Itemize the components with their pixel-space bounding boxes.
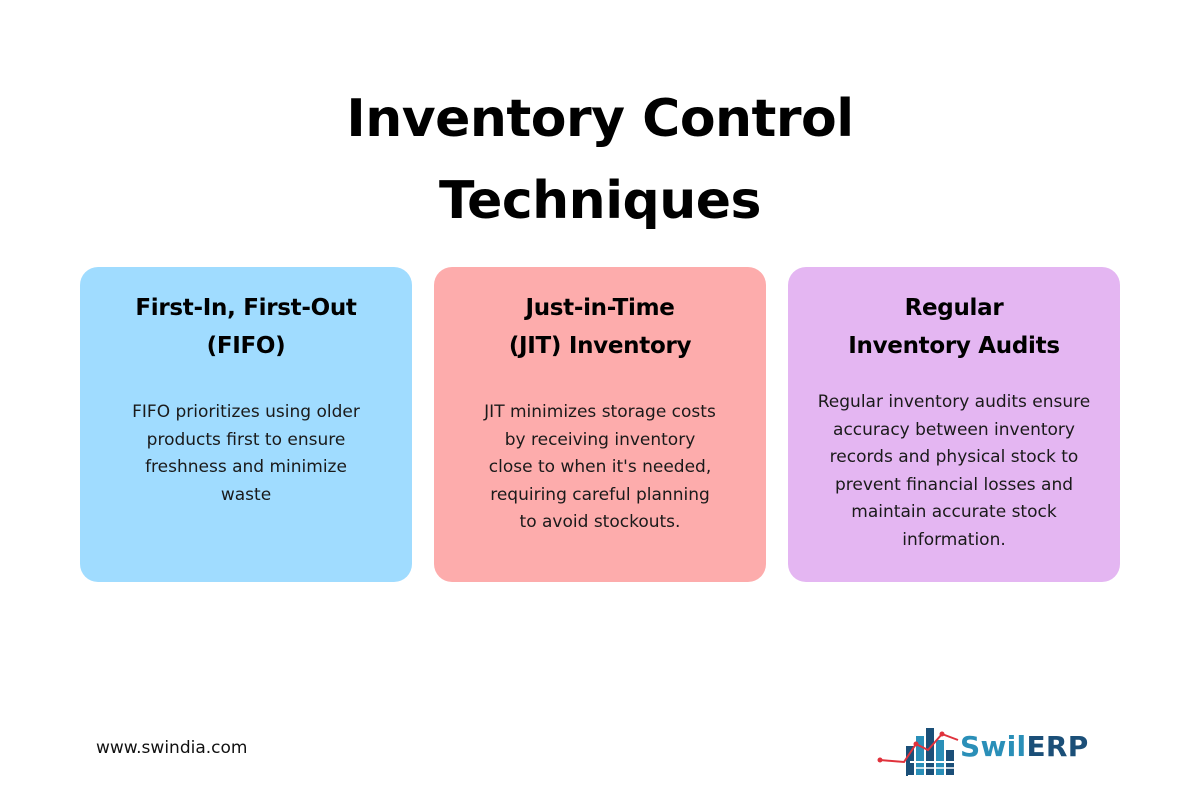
card-fifo: First-In, First-Out (FIFO) FIFO prioriti… <box>80 267 412 582</box>
page-title-line-1: Inventory Control <box>346 89 854 149</box>
card-description: FIFO prioritizes using older products fi… <box>132 402 360 505</box>
card-title: Just-in-Time (JIT) Inventory <box>452 289 748 365</box>
card-description: JIT minimizes storage costs by receiving… <box>484 402 716 532</box>
technique-cards: First-In, First-Out (FIFO) FIFO prioriti… <box>80 267 1120 582</box>
bar-chart-logo-icon <box>877 728 959 777</box>
card-description: Regular inventory audits ensure accuracy… <box>817 392 1091 550</box>
card-title-line-2: Inventory Audits <box>848 333 1060 359</box>
card-title-line-1: First-In, First-Out <box>135 295 357 321</box>
card-title-line-2: (JIT) Inventory <box>508 333 692 359</box>
card-jit: Just-in-Time (JIT) Inventory JIT minimiz… <box>434 267 766 582</box>
logo-text-erp: ERP <box>1026 730 1089 763</box>
logo-text-swil: Swil <box>960 730 1027 763</box>
card-title-line-1: Just-in-Time <box>525 295 675 321</box>
card-title: Regular Inventory Audits <box>806 289 1102 365</box>
website-url[interactable]: www.swindia.com <box>96 738 248 758</box>
card-title-line-2: (FIFO) <box>206 333 286 359</box>
card-title: First-In, First-Out (FIFO) <box>98 289 394 365</box>
card-title-line-1: Regular <box>904 295 1004 321</box>
card-audits: Regular Inventory Audits Regular invento… <box>788 267 1120 582</box>
page-title: Inventory Control Techniques <box>0 78 1200 242</box>
swilerp-logo: SwilERP <box>876 718 1106 782</box>
logo-wordmark: SwilERP <box>960 730 1089 763</box>
page-title-line-2: Techniques <box>439 171 761 231</box>
